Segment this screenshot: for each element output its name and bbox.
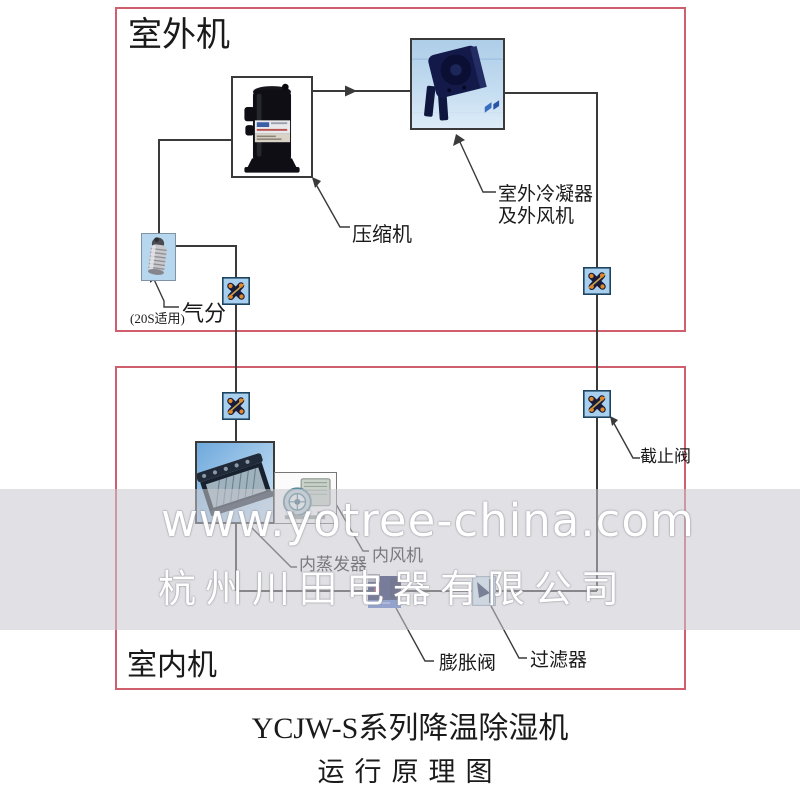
- filter-label: 过滤器: [530, 650, 588, 671]
- outdoor-unit-box: [115, 7, 686, 332]
- condenser-label-line1: 室外冷凝器: [498, 184, 594, 205]
- watermark-website: www.yotree-china.com: [161, 494, 695, 547]
- valve-icon: [583, 267, 611, 295]
- valve-icon: [222, 277, 250, 305]
- compressor-image: [231, 76, 313, 178]
- watermark-company: 杭州川田电器有限公司: [158, 567, 629, 611]
- separator-label: 气分: [182, 301, 227, 326]
- compressor-icon: [244, 83, 300, 173]
- leader-arrow-icon: [610, 416, 618, 426]
- separator-image: [141, 233, 176, 281]
- diagram-title: YCJW-S系列降温除湿机: [251, 712, 569, 745]
- valve-outdoor-right: [583, 267, 611, 295]
- separator-icon: [147, 237, 167, 275]
- condenser-label-line2: 及外风机: [498, 206, 575, 227]
- leader-arrow-icon: [312, 177, 321, 188]
- outdoor-unit-label: 室外机: [128, 17, 230, 54]
- stop-valve-label: 截止阀: [640, 447, 691, 466]
- condenser-icon: [412, 45, 503, 121]
- valve-icon: [222, 392, 250, 420]
- watermark-band: [0, 489, 800, 630]
- compressor-label: 压缩机: [352, 224, 412, 246]
- valve-indoor-right-stop-valve: [583, 390, 611, 418]
- leader-arrow-icon: [453, 134, 465, 146]
- flow-arrow-icon: [345, 85, 357, 97]
- condenser-image: [410, 38, 505, 130]
- valve-indoor-left: [222, 392, 250, 420]
- valve-outdoor-left: [222, 277, 250, 305]
- separator-note: (20S适用): [130, 311, 185, 326]
- diagram-subtitle: 运行原理图: [317, 757, 503, 787]
- valve-icon: [583, 390, 611, 418]
- indoor-unit-label: 室内机: [127, 649, 217, 682]
- condenser-label: 室外冷凝器 及外风机: [498, 184, 593, 228]
- brand-logo-icon: [484, 100, 500, 113]
- expansion-valve-label: 膨胀阀: [439, 653, 497, 674]
